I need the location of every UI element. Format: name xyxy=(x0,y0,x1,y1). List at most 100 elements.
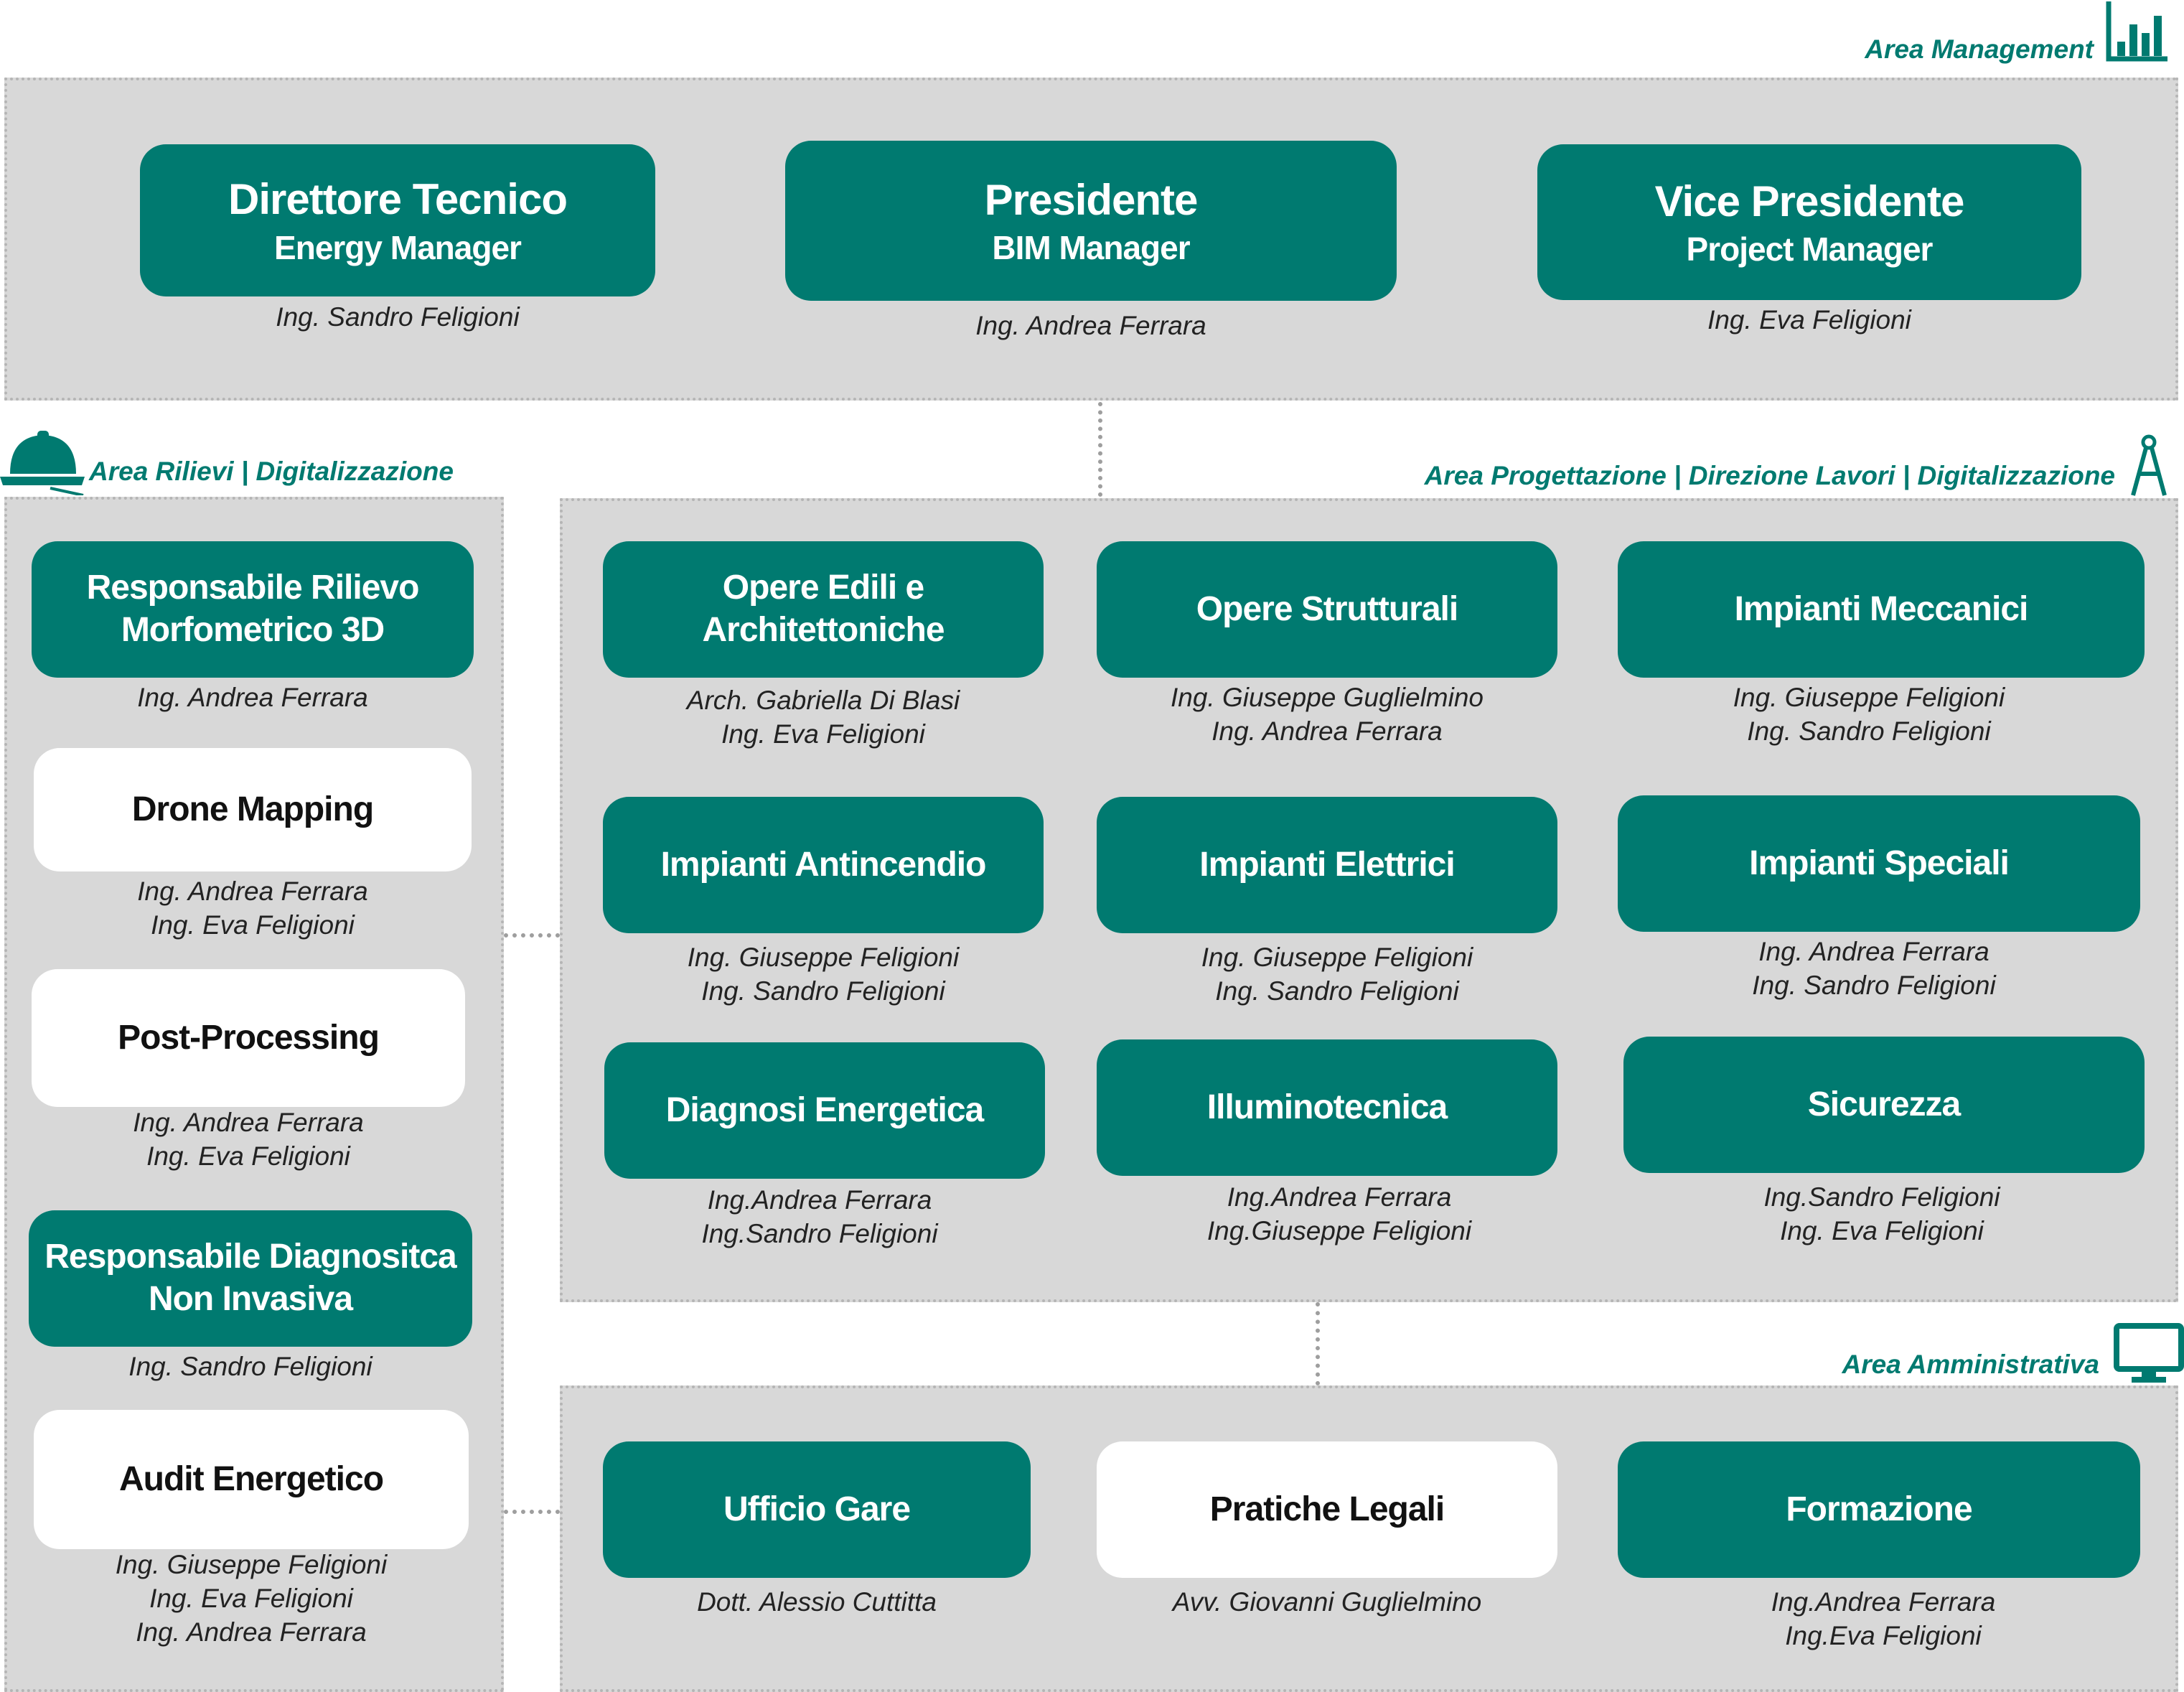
opere-edili-box: Opere Edili e Architettoniche xyxy=(603,541,1044,678)
direttore-tecnico-names: Ing. Sandro Feligioni xyxy=(140,300,655,334)
person-name: Ing. Andrea Ferrara xyxy=(133,1108,364,1137)
impianti-speciali-box: Impianti Speciali xyxy=(1618,795,2140,932)
person-name: Ing. Giuseppe Guglielmino xyxy=(1170,683,1484,712)
role-title-line: Impianti Speciali xyxy=(1749,843,2010,882)
impianti-speciali-names: Ing. Andrea Ferrara Ing. Sandro Feligion… xyxy=(1618,935,2130,1002)
presidente-box: Presidente BIM Manager xyxy=(785,141,1397,301)
person-name: Ing. Eva Feligioni xyxy=(146,1141,350,1171)
impianti-antincendio-box: Impianti Antincendio xyxy=(603,797,1044,933)
ufficio-gare-box: Ufficio Gare xyxy=(603,1441,1031,1578)
person-name: Ing.Andrea Ferrara xyxy=(1771,1587,1996,1617)
role-title-line: Responsabile Rilievo xyxy=(86,569,420,607)
vice-presidente-box: Vice Presidente Project Manager xyxy=(1537,144,2081,300)
progettazione-amministrativa-connector xyxy=(1316,1302,1320,1385)
person-name: Ing. Sandro Feligioni xyxy=(1215,976,1459,1006)
rilievi-progettazione-connector xyxy=(504,933,560,938)
person-name: Ing.Sandro Feligioni xyxy=(1763,1182,2000,1212)
role-title-line: Non Invasiva xyxy=(148,1280,353,1318)
person-name: Ing. Andrea Ferrara xyxy=(136,1617,367,1647)
responsabile-rilievo-names: Ing. Andrea Ferrara xyxy=(32,681,474,714)
person-name: Ing. Andrea Ferrara xyxy=(1758,937,1989,966)
role-subtitle: BIM Manager xyxy=(992,229,1190,267)
person-name: Ing. Andrea Ferrara xyxy=(137,683,368,712)
management-progettazione-connector xyxy=(1098,402,1102,497)
person-name: Ing. Sandro Feligioni xyxy=(128,1352,372,1381)
role-title: Vice Presidente xyxy=(1654,177,1965,225)
role-title-line: Responsabile Diagnositca xyxy=(44,1238,456,1276)
role-title-line: Post-Processing xyxy=(118,1018,380,1057)
sicurezza-names: Ing.Sandro Feligioni Ing. Eva Feligioni xyxy=(1623,1180,2140,1248)
role-title-line: Formazione xyxy=(1786,1490,1972,1528)
hard-hat-icon xyxy=(0,431,85,495)
responsabile-diagnostica-names: Ing. Sandro Feligioni xyxy=(29,1350,472,1383)
role-title-line: Illuminotecnica xyxy=(1206,1088,1448,1126)
person-name: Ing. Giuseppe Feligioni xyxy=(687,943,960,972)
person-name: Avv. Giovanni Guglielmino xyxy=(1172,1587,1482,1617)
role-title-line: Impianti Antincendio xyxy=(660,845,987,884)
ufficio-gare-names: Dott. Alessio Cuttitta xyxy=(603,1585,1031,1619)
person-name: Ing. Andrea Ferrara xyxy=(1211,716,1443,746)
drone-mapping-names: Ing. Andrea Ferrara Ing. Eva Feligioni xyxy=(34,874,472,942)
post-processing-box: Post-Processing xyxy=(32,969,465,1107)
role-title-line: Opere Strutturali xyxy=(1196,589,1458,628)
audit-energetico-names: Ing. Giuseppe Feligioni Ing. Eva Feligio… xyxy=(34,1548,469,1649)
sicurezza-box: Sicurezza xyxy=(1623,1037,2145,1173)
role-title-line: Diagnosi Energetica xyxy=(665,1090,984,1129)
person-name: Ing. Giuseppe Feligioni xyxy=(1733,683,2005,712)
role-title-line: Morfometrico 3D xyxy=(121,611,385,649)
pratiche-legali-names: Avv. Giovanni Guglielmino xyxy=(1097,1585,1557,1619)
computer-monitor-icon xyxy=(2114,1323,2184,1383)
person-name: Ing. Giuseppe Feligioni xyxy=(1201,943,1473,972)
formazione-box: Formazione xyxy=(1618,1441,2140,1578)
role-title-line: Audit Energetico xyxy=(118,1459,384,1498)
role-title-line: Impianti Meccanici xyxy=(1734,589,2029,628)
pratiche-legali-box: Pratiche Legali xyxy=(1097,1441,1557,1578)
impianti-meccanici-names: Ing. Giuseppe Feligioni Ing. Sandro Feli… xyxy=(1618,681,2120,748)
role-subtitle: Energy Manager xyxy=(274,228,522,266)
impianti-antincendio-names: Ing. Giuseppe Feligioni Ing. Sandro Feli… xyxy=(603,940,1044,1008)
impianti-elettrici-box: Impianti Elettrici xyxy=(1097,797,1557,933)
person-name: Ing. Eva Feligioni xyxy=(1780,1216,1984,1245)
role-title: Presidente xyxy=(984,175,1199,224)
person-name: Ing. Giuseppe Feligioni xyxy=(115,1550,388,1579)
vice-presidente-names: Ing. Eva Feligioni xyxy=(1537,303,2081,337)
person-name: Ing. Sandro Feligioni xyxy=(1752,971,1996,1000)
role-title-line: Opere Edili e xyxy=(722,569,924,607)
person-name: Ing. Eva Feligioni xyxy=(721,719,925,749)
person-name: Ing.Sandro Feligioni xyxy=(701,1219,938,1248)
responsabile-rilievo-box: Responsabile Rilievo Morfometrico 3D xyxy=(32,541,474,678)
person-name: Ing. Andrea Ferrara xyxy=(137,877,368,906)
opere-strutturali-box: Opere Strutturali xyxy=(1097,541,1557,678)
role-title-line: Sicurezza xyxy=(1807,1085,1961,1123)
impianti-elettrici-names: Ing. Giuseppe Feligioni Ing. Sandro Feli… xyxy=(1097,940,1578,1008)
person-name: Ing.Andrea Ferrara xyxy=(1227,1182,1452,1212)
person-name: Ing. Eva Feligioni xyxy=(149,1584,353,1613)
role-title-line: Drone Mapping xyxy=(131,790,374,828)
person-name: Ing. Eva Feligioni xyxy=(1707,305,1911,335)
illuminotecnica-names: Ing.Andrea Ferrara Ing.Giuseppe Feligion… xyxy=(1097,1180,1582,1248)
person-name: Ing.Andrea Ferrara xyxy=(707,1185,932,1215)
presidente-names: Ing. Andrea Ferrara xyxy=(785,309,1397,342)
role-title-line: Impianti Elettrici xyxy=(1199,845,1455,884)
person-name: Ing. Sandro Feligioni xyxy=(1747,716,1991,746)
amministrativa-area-label: Area Amministrativa xyxy=(1842,1350,2100,1379)
drone-mapping-box: Drone Mapping xyxy=(34,748,472,871)
person-name: Ing. Sandro Feligioni xyxy=(276,302,520,332)
progettazione-area-label: Area Progettazione | Direzione Lavori | … xyxy=(1424,461,2115,490)
person-name: Ing.Eva Feligioni xyxy=(1785,1621,1982,1650)
role-subtitle: Project Manager xyxy=(1686,230,1934,268)
person-name: Dott. Alessio Cuttitta xyxy=(697,1587,937,1617)
rilievi-amministrativa-connector xyxy=(504,1510,560,1514)
diagnosi-energetica-names: Ing.Andrea Ferrara Ing.Sandro Feligioni xyxy=(604,1183,1035,1251)
person-name: Arch. Gabriella Di Blasi xyxy=(686,686,960,715)
person-name: Ing. Andrea Ferrara xyxy=(975,311,1206,340)
formazione-names: Ing.Andrea Ferrara Ing.Eva Feligioni xyxy=(1618,1585,2149,1653)
person-name: Ing. Eva Feligioni xyxy=(151,910,355,940)
drafting-compass-icon xyxy=(2131,434,2167,496)
person-name: Ing. Sandro Feligioni xyxy=(701,976,945,1006)
post-processing-names: Ing. Andrea Ferrara Ing. Eva Feligioni xyxy=(32,1106,465,1173)
role-title-line: Pratiche Legali xyxy=(1209,1490,1445,1528)
direttore-tecnico-box: Direttore Tecnico Energy Manager xyxy=(140,144,655,296)
bar-chart-icon xyxy=(2106,1,2167,62)
opere-edili-names: Arch. Gabriella Di Blasi Ing. Eva Feligi… xyxy=(603,683,1044,751)
